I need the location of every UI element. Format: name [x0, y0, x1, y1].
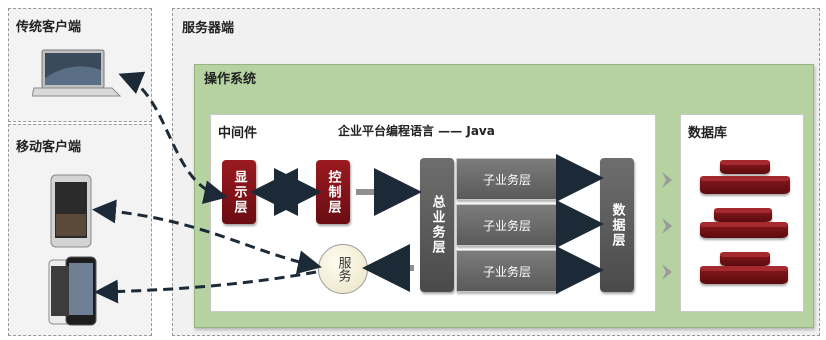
mobile-client-title: 移动客户端 — [16, 140, 82, 155]
traditional-client-title: 传统客户端 — [16, 20, 82, 35]
database-disk-6 — [700, 266, 788, 284]
server-title: 服务器端 — [182, 21, 235, 36]
arrow-laptop-display — [118, 71, 228, 204]
database-disk-1 — [720, 160, 770, 174]
sub-business-layer-1: 子业务层 — [456, 158, 558, 200]
arrow-phone-service — [94, 270, 317, 304]
chevrons-to-database — [662, 172, 672, 280]
arrow-tablet-service — [92, 199, 322, 274]
laptop-icon — [32, 49, 122, 97]
business-layer: 总业务层 — [420, 158, 454, 292]
sub-business-layer-3: 子业务层 — [456, 250, 558, 292]
database-title: 数据库 — [688, 126, 728, 141]
database-disk-5 — [720, 252, 770, 266]
data-layer: 数据层 — [600, 158, 634, 292]
database-disk-4 — [700, 222, 788, 238]
language-title: 企业平台编程语言 —— Java — [338, 124, 495, 138]
database-disk-2 — [700, 176, 790, 194]
database-disk-3 — [714, 208, 772, 222]
smartphone-icon — [48, 256, 97, 326]
sub-business-layer-2: 子业务层 — [456, 204, 558, 246]
tablet-phone-icon — [50, 174, 92, 248]
